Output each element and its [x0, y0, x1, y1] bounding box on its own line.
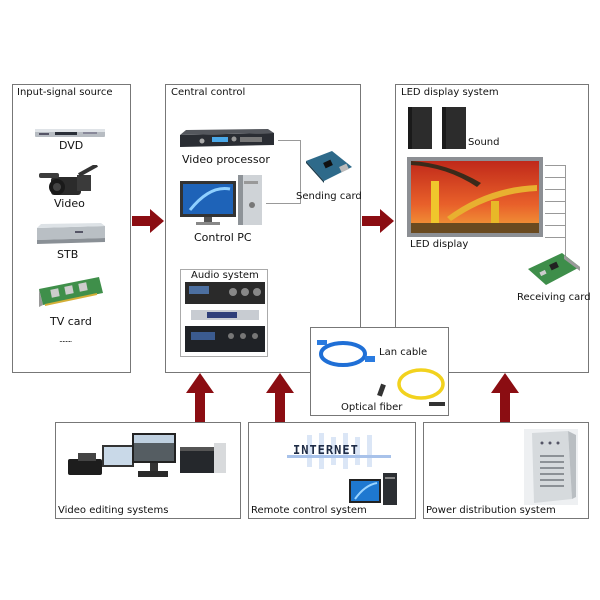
internet-logo-icon [287, 433, 391, 469]
receiving-card-label: Receiving card [517, 292, 591, 303]
connector-led-tick-1 [545, 165, 565, 166]
led-display-icon [407, 157, 543, 237]
optical-fiber-icon [377, 368, 445, 406]
connector-processor-to-card [278, 140, 300, 141]
audio-amplifier-icon [185, 282, 265, 352]
video-editing-equipment-icon [68, 433, 226, 477]
control-pc-icon [180, 175, 262, 225]
sending-card-label: Sending card [296, 191, 362, 202]
central-control-box: Central control Video processor Control … [165, 84, 362, 373]
remote-pc-icon [349, 473, 397, 505]
connector-led-tick-5 [545, 213, 565, 214]
lan-cable-icon [317, 340, 375, 367]
connector-led-tick-6 [545, 225, 565, 226]
internet-logo-text: INTERNET [293, 443, 359, 457]
video-editing-systems-label: Video editing systems [58, 505, 169, 516]
stb-label: STB [57, 248, 79, 261]
more-sources-ellipsis: ........ [59, 335, 72, 344]
tv-card-label: TV card [50, 315, 92, 328]
control-pc-label: Control PC [194, 231, 252, 244]
video-camera-icon [39, 165, 98, 195]
audio-system-label: Audio system [191, 270, 259, 281]
receiving-card-icon [528, 253, 580, 285]
connector-vertical [300, 140, 301, 204]
video-processor-label: Video processor [182, 153, 270, 166]
input-signal-source-title: Input-signal source [17, 87, 113, 98]
arrow-video-editing-to-central [186, 373, 214, 423]
remote-control-system-label: Remote control system [251, 505, 367, 516]
arrow-remote-control-to-central [266, 373, 294, 423]
video-processor-icon [180, 129, 274, 147]
power-cabinet-icon [524, 429, 578, 505]
connector-led-tick-7 [545, 237, 565, 238]
sound-label: Sound [468, 137, 500, 148]
cable-box: Lan cable Optical fiber [310, 327, 449, 416]
arrow-power-to-led [491, 373, 519, 423]
video-editing-systems-box: Video editing systems [55, 422, 241, 519]
power-distribution-system-box: Power distribution system [423, 422, 589, 519]
connector-led-tick-3 [545, 189, 565, 190]
tv-card-icon [39, 277, 103, 307]
dvd-player-icon [35, 129, 105, 137]
arrow-central-to-led [362, 209, 394, 233]
arrow-input-to-central [132, 209, 164, 233]
speaker-icon [408, 107, 466, 149]
power-distribution-system-label: Power distribution system [426, 505, 556, 516]
connector-pc-to-card [266, 203, 300, 204]
sending-card-icon [306, 151, 352, 183]
input-signal-source-box: Input-signal source DVD Video STB TV car… [12, 84, 131, 373]
led-display-system-box: LED display system Sound LED display [395, 84, 591, 373]
central-control-title: Central control [171, 87, 246, 98]
connector-led-rail [565, 165, 566, 265]
connector-led-tick-2 [545, 177, 565, 178]
audio-system-box: Audio system [180, 269, 268, 357]
dvd-label: DVD [59, 139, 84, 152]
remote-control-system-box: INTERNET Remote control system [248, 422, 416, 519]
led-display-label: LED display [410, 239, 469, 250]
set-top-box-icon [37, 223, 105, 244]
led-display-system-title: LED display system [401, 87, 499, 98]
optical-fiber-label: Optical fiber [341, 402, 403, 413]
video-label: Video [54, 197, 85, 210]
lan-cable-label: Lan cable [379, 347, 428, 358]
connector-led-tick-4 [545, 201, 565, 202]
